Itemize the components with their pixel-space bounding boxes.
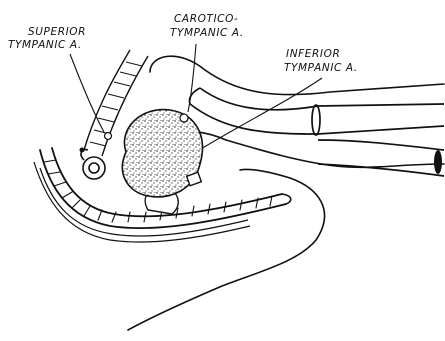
tumor-knob-left — [105, 133, 112, 140]
carotico-tympanic-label-line1: CAROTICO- — [174, 13, 238, 25]
ossicle-inner-ring — [89, 163, 99, 173]
carotico-tympanic-label-line2: TYMPANIC A. — [170, 27, 244, 39]
right-vessel-top-wall — [318, 140, 444, 150]
right-vessel — [318, 140, 444, 176]
upper-vessel-cut-ring — [312, 105, 320, 135]
superior-leader-line — [70, 54, 104, 132]
right-vessel-cut-end — [434, 150, 442, 174]
ossicle-outer-ring — [83, 157, 105, 179]
right-vessel-bottom-wall — [318, 164, 444, 176]
inferior-leader-line — [196, 78, 322, 152]
upper-vessel-top-wall — [200, 88, 444, 110]
superior-tympanic-label-line1: SUPERIOR — [28, 26, 86, 38]
ossicle-dot — [80, 148, 85, 153]
inferior-tympanic-label-line1: INFERIOR — [286, 48, 340, 60]
upper-vessel-bottom-wall — [190, 104, 444, 134]
upper-vessel — [189, 88, 444, 135]
inferior-tympanic-label-line2: TYMPANIC A. — [284, 62, 358, 74]
striped-canal-end — [282, 194, 291, 204]
lower-outline-tip — [240, 169, 290, 178]
tumor-knob-top — [180, 114, 188, 122]
superior-tympanic-label-line2: TYMPANIC A. — [8, 39, 82, 51]
ossicle — [81, 150, 105, 179]
